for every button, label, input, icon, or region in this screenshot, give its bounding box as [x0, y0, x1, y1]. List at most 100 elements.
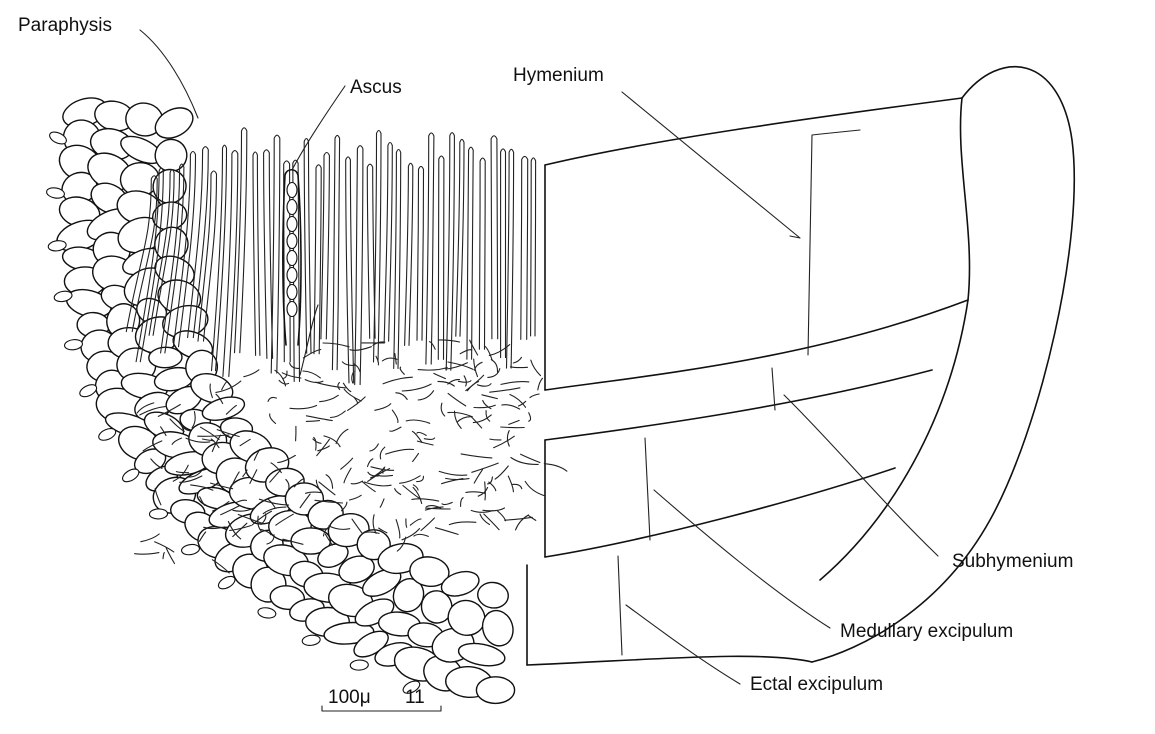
hypha — [251, 510, 273, 526]
hypha — [378, 527, 388, 534]
marginal-hair-cell — [49, 131, 67, 145]
hypha — [411, 430, 423, 444]
paraphysis-filament — [172, 150, 197, 348]
marginal-hair-cell — [217, 575, 236, 590]
ectal-cells — [46, 97, 516, 705]
hypha — [512, 483, 523, 490]
hypha — [172, 464, 189, 482]
hypha — [381, 357, 398, 362]
hypha — [348, 494, 362, 501]
marginal-hair-cell — [46, 187, 65, 199]
hypha — [134, 552, 160, 555]
hypha — [447, 411, 473, 418]
marginal-hair-cell — [98, 427, 117, 441]
hypha — [266, 534, 275, 545]
marginal-hair-cell — [301, 634, 321, 646]
hypha — [524, 480, 545, 497]
hypha — [203, 526, 226, 530]
marginal-hair-cell — [122, 468, 140, 483]
leader-hymenium — [621, 91, 801, 239]
medullary-cell-line — [644, 437, 651, 541]
hypha — [367, 471, 379, 477]
hypha — [500, 426, 525, 429]
hypha — [211, 559, 230, 574]
hypha — [483, 513, 500, 531]
hypha — [440, 402, 446, 417]
hypha — [317, 445, 330, 452]
paraphysis-filament — [505, 148, 515, 369]
hypha — [487, 368, 501, 378]
hypha — [322, 524, 331, 537]
hypha — [351, 518, 363, 534]
hypha — [179, 475, 203, 483]
hypha — [488, 481, 497, 492]
hypha — [514, 514, 530, 531]
paraphysis-filament — [313, 164, 322, 355]
ascospore — [286, 266, 298, 284]
hypha — [363, 481, 392, 487]
label-hymenium: Hymenium — [513, 65, 604, 86]
hypha — [382, 376, 413, 385]
label-subhymenium: Subhymenium — [952, 551, 1074, 572]
paraphysis-filament — [233, 127, 248, 354]
hypha — [350, 480, 364, 485]
hypha — [211, 434, 222, 453]
paraphysis-filament — [270, 134, 281, 374]
hypha — [242, 469, 248, 478]
paraphysis-filament — [404, 162, 414, 346]
hypha — [401, 528, 421, 541]
hypha — [385, 448, 415, 455]
ectal-cell — [148, 346, 183, 369]
hypha — [319, 394, 339, 403]
hypha — [260, 528, 272, 536]
hypha — [416, 440, 434, 446]
hypha — [316, 438, 330, 457]
paraphysis-filament — [416, 165, 425, 341]
hypha — [210, 438, 220, 449]
leader-ectal-excipulum — [625, 604, 741, 685]
hypha — [220, 505, 240, 516]
paraphysis-filament — [520, 155, 529, 340]
hypha — [500, 380, 530, 385]
paraphyses-group — [125, 127, 537, 386]
hypha — [235, 499, 248, 504]
hypha — [191, 411, 196, 429]
ectal-cell-line — [617, 555, 623, 656]
ectal-cell — [353, 630, 389, 658]
paraphysis-filament — [331, 134, 341, 371]
paraphysis-filament — [252, 151, 261, 356]
hypha — [394, 487, 402, 496]
hypha — [476, 383, 492, 387]
hypha — [399, 475, 421, 484]
hypha — [267, 396, 278, 402]
ectal-lower-edge — [526, 655, 813, 666]
hypha — [171, 437, 183, 445]
hypha — [188, 469, 203, 478]
hypha — [212, 500, 230, 512]
paraphysis-filament — [345, 156, 355, 384]
hypha — [447, 392, 467, 407]
tissue-layers — [526, 65, 1076, 666]
scale-bar-text: 100μ — [328, 687, 371, 708]
paraphysis-filament — [160, 163, 185, 354]
hypha — [160, 426, 167, 437]
hypha — [281, 370, 288, 379]
hypha — [512, 356, 523, 364]
ectal-cell — [475, 676, 516, 705]
hypha — [473, 404, 496, 409]
hypha — [312, 438, 322, 444]
hypha — [258, 498, 290, 506]
hypha — [343, 467, 352, 484]
hypha — [269, 413, 277, 425]
marginal-hair-cell — [53, 290, 73, 303]
ectal-cell — [338, 555, 375, 584]
medullary-lower-edge — [544, 467, 896, 558]
subhymenium-cell-line — [771, 367, 776, 411]
hypha — [488, 344, 511, 356]
hypha — [465, 374, 485, 392]
marginal-hair-cell — [148, 508, 169, 520]
hypha — [460, 497, 464, 507]
hypha — [154, 487, 162, 506]
ascospore — [286, 249, 298, 267]
